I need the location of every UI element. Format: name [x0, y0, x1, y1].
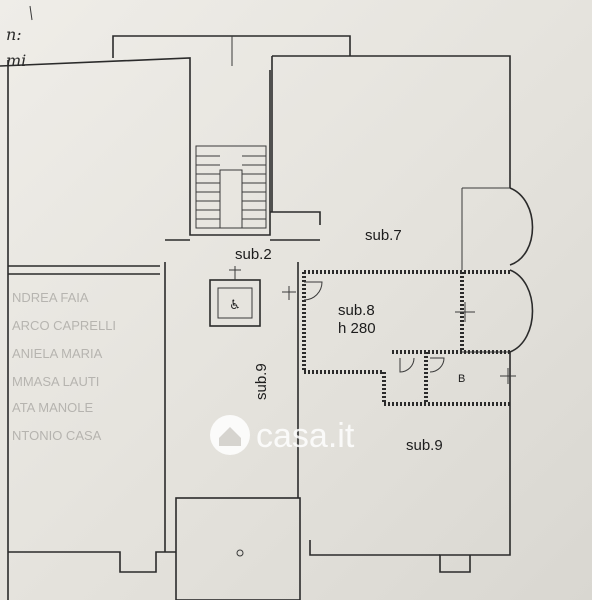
- left-wing-top-wall: [0, 57, 191, 78]
- elevator-shaft: ♿: [209, 266, 261, 327]
- ghost-name-4: MMASA LAUTI: [12, 374, 99, 389]
- bottom-left-wall: [8, 551, 176, 573]
- sub7-top-wall: [272, 55, 511, 188]
- label-storage: B: [458, 373, 465, 385]
- ghost-name-3: ANIELA MARIA: [12, 346, 103, 361]
- stair-core-wall: [189, 70, 271, 236]
- annex-marker: [236, 549, 244, 557]
- handwriting-line-2: mi: [6, 51, 26, 70]
- label-sub8: sub.8: [338, 302, 375, 319]
- elevator-car: [217, 287, 253, 319]
- watermark-house-icon: [219, 427, 241, 446]
- casa-watermark: casa.it: [210, 415, 355, 455]
- ghost-name-6: NTONIO CASA: [12, 428, 102, 443]
- staircase: [195, 145, 267, 229]
- door-swing-sub8: [303, 281, 323, 301]
- label-height: h 280: [338, 320, 376, 337]
- door-swing-bath: [399, 357, 415, 373]
- sub9-bottom-wall: [309, 540, 440, 556]
- bleed-through-text: NDREA FAIA ARCO CAPRELLI ANIELA MARIA MM…: [12, 290, 116, 443]
- ghost-name-5: ATA MANOLE: [12, 400, 93, 415]
- label-sub7: sub.7: [365, 227, 402, 244]
- stair-steps: [196, 155, 266, 220]
- bay-window-lower: [509, 269, 534, 353]
- sub8-boundary: [302, 270, 510, 406]
- handwritten-notes: n: mi: [6, 5, 33, 70]
- sub8-left-bottom-boundary: [302, 272, 510, 406]
- stair-frame: [195, 145, 267, 229]
- handwriting-line-1: n:: [6, 25, 22, 44]
- room-labels: sub.2 sub.7 sub.8 h 280 sub.9 sub.9 B: [235, 227, 465, 454]
- ghost-name-1: NDREA FAIA: [12, 290, 89, 305]
- doors: [282, 281, 516, 384]
- label-sub9: sub.9: [406, 437, 443, 454]
- bottom-annex: [175, 497, 301, 600]
- ghost-name-2: ARCO CAPRELLI: [12, 318, 116, 333]
- label-sub2: sub.2: [235, 246, 272, 263]
- sub9-right-wall: [439, 352, 511, 573]
- stair-well: [219, 169, 243, 229]
- accessible-icon: ♿: [229, 298, 241, 313]
- walls: [0, 35, 534, 600]
- watermark-text: casa.it: [256, 417, 355, 455]
- pen-stroke: [29, 5, 33, 21]
- bay-window-upper: [509, 187, 534, 266]
- label-sub9-vertical: sub.9: [253, 363, 270, 400]
- sub7-corner-wall: [270, 211, 321, 225]
- door-swing-storage: [429, 357, 445, 373]
